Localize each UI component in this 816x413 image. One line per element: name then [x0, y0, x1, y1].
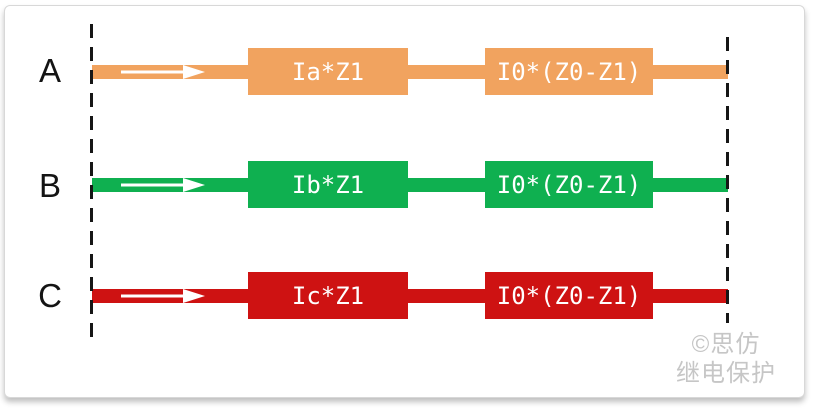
- flow-arrow-icon: [121, 65, 205, 79]
- watermark-line1: ©思仿: [691, 331, 761, 358]
- flow-arrow-icon: [121, 289, 205, 303]
- diagram-card: A Ia*Z1 I0*(Z0-Z1) B Ib*Z1 I0*(Z0-Z1) C: [4, 5, 805, 398]
- right-bus-dashed-line: [726, 37, 729, 323]
- zero-seq-impedance-box-a: I0*(Z0-Z1): [485, 48, 653, 95]
- zero-seq-impedance-box-b: I0*(Z0-Z1): [485, 161, 653, 208]
- zero-seq-impedance-box-c: I0*(Z0-Z1): [485, 272, 653, 319]
- phase-label-b: B: [38, 167, 61, 204]
- line-impedance-box-a: Ia*Z1: [248, 48, 408, 95]
- flow-arrow-icon: [121, 178, 205, 192]
- left-bus-dashed-line: [90, 24, 93, 346]
- phase-label-c: C: [38, 277, 62, 314]
- watermark-line2: 继电保护: [676, 360, 776, 387]
- line-impedance-box-c: Ic*Z1: [248, 272, 408, 319]
- line-impedance-box-b: Ib*Z1: [248, 161, 408, 208]
- watermark: ©思仿 继电保护: [651, 330, 801, 388]
- phase-label-a: A: [38, 52, 61, 89]
